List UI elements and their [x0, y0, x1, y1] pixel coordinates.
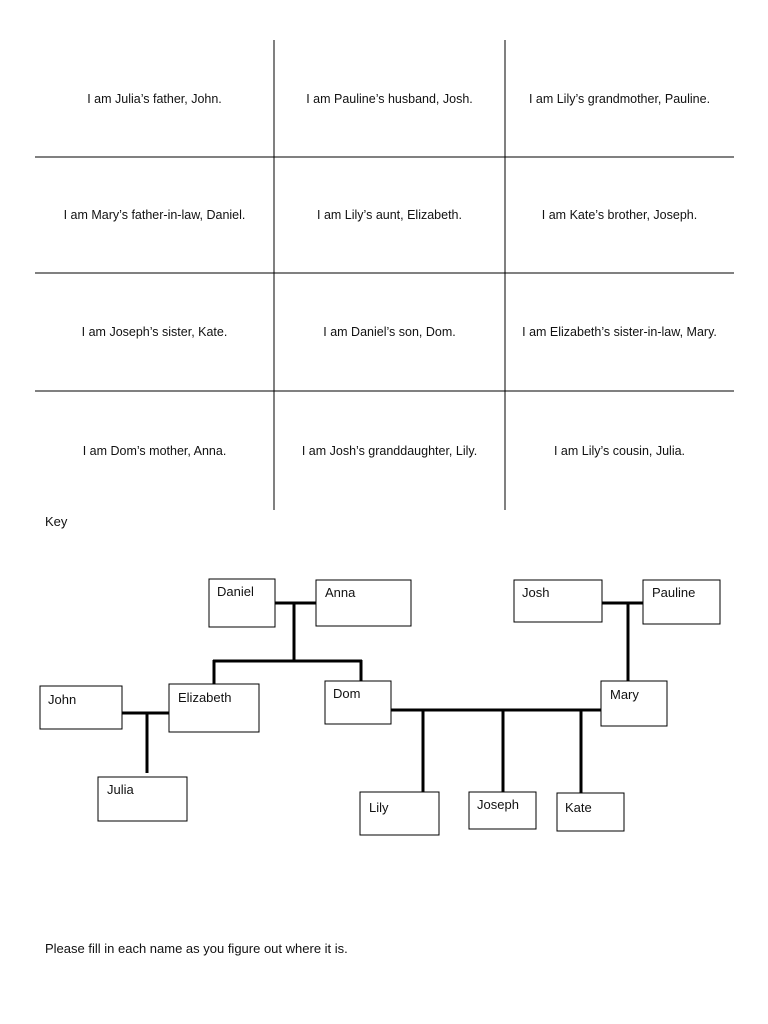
- person-kate: Kate: [556, 792, 625, 832]
- card-text: I am Josh’s granddaughter, Lily.: [301, 443, 478, 458]
- card-text: I am Julia’s father, John.: [87, 91, 222, 106]
- person-josh: Josh: [513, 579, 603, 623]
- instruction-text: Please fill in each name as you figure o…: [45, 941, 348, 956]
- card-text: I am Lily’s aunt, Elizabeth.: [317, 208, 462, 222]
- card-paulines-husband: I am Pauline’s husband, Josh.: [274, 40, 505, 157]
- person-joseph: Joseph: [468, 791, 537, 830]
- card-text: I am Daniel’s son, Dom.: [323, 325, 456, 339]
- person-name: Lily: [369, 800, 389, 815]
- card-text: I am Pauline’s husband, Josh.: [306, 91, 473, 106]
- person-name: Elizabeth: [178, 690, 231, 705]
- person-lily: Lily: [359, 791, 440, 836]
- person-name: Julia: [107, 782, 135, 797]
- person-name: Dom: [333, 686, 360, 701]
- card-text: I am Mary’s father-in-law, Daniel.: [63, 208, 246, 222]
- person-name: Kate: [565, 800, 592, 815]
- card-text: I am Kate’s brother, Joseph.: [541, 208, 698, 222]
- character-card-grid: I am Julia’s father, John. I am Pauline’…: [35, 40, 734, 510]
- card-daniels-son: I am Daniel’s son, Dom.: [274, 273, 505, 391]
- card-elizabeths-sister-in-law: I am Elizabeth’s sister-in-law, Mary.: [505, 273, 734, 391]
- card-text: I am Lily’s grandmother, Pauline.: [528, 91, 711, 106]
- card-lilys-cousin: I am Lily’s cousin, Julia.: [505, 391, 734, 510]
- person-elizabeth: Elizabeth: [168, 683, 260, 733]
- card-joshs-granddaughter: I am Josh’s granddaughter, Lily.: [274, 391, 505, 510]
- person-name: Joseph: [477, 797, 519, 812]
- card-josephs-sister: I am Joseph’s sister, Kate.: [35, 273, 274, 391]
- person-name: Pauline: [652, 585, 695, 600]
- card-lilys-aunt: I am Lily’s aunt, Elizabeth.: [274, 157, 505, 273]
- card-text: I am Elizabeth’s sister-in-law, Mary.: [522, 325, 717, 339]
- card-lilys-grandmother: I am Lily’s grandmother, Pauline.: [505, 40, 734, 157]
- person-dom: Dom: [324, 680, 392, 725]
- card-text: I am Dom’s mother, Anna.: [82, 443, 227, 458]
- family-tree: Daniel Anna Josh Pauline John Elizabeth …: [39, 578, 721, 836]
- card-kates-brother: I am Kate’s brother, Joseph.: [505, 157, 734, 273]
- person-julia: Julia: [97, 776, 188, 822]
- person-name: Mary: [610, 687, 639, 702]
- person-john: John: [39, 685, 123, 730]
- person-name: John: [48, 692, 76, 707]
- card-text: I am Joseph’s sister, Kate.: [81, 325, 228, 339]
- card-marys-father-in-law: I am Mary’s father-in-law, Daniel.: [35, 157, 274, 273]
- person-daniel: Daniel: [208, 578, 276, 628]
- card-julias-father: I am Julia’s father, John.: [35, 40, 274, 157]
- card-doms-mother: I am Dom’s mother, Anna.: [35, 391, 274, 510]
- card-text: I am Lily’s cousin, Julia.: [553, 443, 686, 458]
- person-pauline: Pauline: [642, 579, 721, 625]
- person-anna: Anna: [315, 579, 412, 627]
- card-grid-lines: [35, 40, 734, 510]
- person-mary: Mary: [600, 680, 668, 727]
- person-name: Daniel: [217, 584, 254, 599]
- person-name: Anna: [325, 585, 356, 600]
- key-label: Key: [45, 514, 68, 529]
- person-name: Josh: [522, 585, 549, 600]
- tree-connectors: [122, 601, 643, 793]
